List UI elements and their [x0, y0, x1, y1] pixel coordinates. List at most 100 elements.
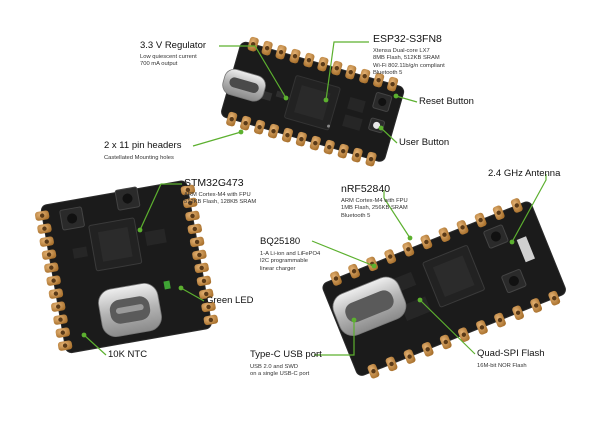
stm32-leader-line [139, 183, 182, 231]
nrf-leader-dot [407, 235, 413, 241]
user-leader-dot [378, 125, 384, 131]
pad-hole [42, 226, 47, 231]
pad-hole [389, 361, 394, 367]
qspi-callout: Quad-SPI Flash 16M-bit NOR Flash [477, 348, 545, 370]
pad-hole [478, 217, 483, 223]
pad-hole [194, 239, 200, 245]
pad-hole [188, 200, 193, 206]
pad-hole [204, 291, 209, 297]
nrf-desc-2: 1MB Flash, 256KB SRAM [341, 205, 408, 212]
esp32-usb-port [222, 68, 266, 102]
usb-desc-2: on a single USB-C port [250, 371, 310, 378]
ntc-leader-line [83, 334, 107, 356]
pad-hole [306, 57, 312, 63]
esp32-leader-dot [323, 97, 329, 103]
pad-hole [51, 278, 56, 283]
qspi-title: Quad-SPI Flash [477, 348, 545, 359]
pad-hole [46, 252, 52, 257]
pad-hole [264, 45, 270, 51]
pad-hole [443, 339, 448, 345]
led-leader-dot [178, 285, 184, 291]
pad-hole [278, 49, 284, 55]
pad-hole [388, 254, 393, 259]
stm32-desc-2: 512KB Flash, 128KB SRAM [184, 199, 257, 206]
usb-callout: Type-C USB port USB 2.0 and SWD on a sin… [250, 349, 322, 379]
pad-hole [229, 116, 234, 122]
pad-hole [53, 291, 59, 296]
bq-desc-1: 1-A Li-ion and LiFePO4 [260, 251, 321, 257]
pad-hole [351, 268, 357, 274]
pad-hole [460, 225, 465, 230]
nrf-leader-line [383, 190, 411, 239]
pad-hole [271, 128, 276, 134]
pad-hole [185, 187, 191, 193]
pad-hole [190, 213, 195, 219]
pad-hole [327, 144, 332, 150]
pad-hole [320, 61, 326, 67]
headers-leader-dot [238, 129, 244, 135]
esp32-desc-1: Xtensa Dual-core LX7 [373, 48, 430, 54]
usb-leader-dot [351, 317, 357, 323]
pad-hole [368, 156, 374, 162]
pad-hole [333, 276, 339, 281]
usb-desc-1: USB 2.0 and SWD [250, 364, 299, 370]
pad-hole [250, 41, 256, 47]
stm32-callout: STM32G473 ARM Cortex-M4 with FPU 512KB F… [184, 177, 256, 207]
headers-callout: 2 x 11 pin headers Castellated Mounting … [104, 140, 181, 162]
esp32-title: ESP32-S3FN8 [373, 33, 442, 45]
pad-hole [292, 53, 298, 59]
pad-hole [552, 295, 557, 301]
esp32-board [221, 36, 405, 167]
pad-hole [39, 213, 45, 218]
nrf-usb-port [332, 276, 407, 336]
pad-hole [243, 120, 248, 126]
pad-hole [44, 239, 49, 244]
qspi-desc-1: 16M-bit NOR Flash [477, 363, 527, 369]
pad-hole [348, 69, 353, 75]
pad-hole [197, 252, 202, 258]
esp32-desc-2: 8MB Flash, 512KB SRAM [373, 55, 440, 62]
stm32-desc-1: ARM Cortex-M4 with FPU [184, 192, 251, 198]
qspi-leader-dot [417, 297, 423, 303]
nrf-callout: nRF52840 ARM Cortex-M4 with FPU 1MB Flas… [341, 183, 408, 220]
stm32-usb-port [98, 282, 162, 338]
antenna-leader-line [511, 174, 547, 243]
antenna-label: 2.4 GHz Antenna [488, 168, 561, 179]
pad-hole [257, 124, 262, 130]
reset-button-label: Reset Button [419, 96, 474, 107]
green-led-label: Green LED [206, 295, 254, 306]
leader-lines [81, 41, 547, 356]
pad-hole [425, 347, 430, 352]
nrf-desc-3: Bluetooth 5 [341, 212, 371, 219]
ntc-label: 10K NTC [108, 349, 148, 360]
pad-hole [407, 354, 412, 359]
pad-hole [496, 210, 501, 215]
pad-hole [201, 278, 207, 284]
stm32-title: STM32G473 [184, 177, 244, 189]
esp32-callout: ESP32-S3FN8 Xtensa Dual-core LX7 8MB Fla… [373, 33, 445, 78]
pad-hole [514, 203, 519, 208]
bq-leader-line [311, 240, 375, 267]
headers-desc-1: Castellated Mounting holes [104, 155, 174, 161]
esp32-desc-3: Wi-Fi 802.11b/g/n compliant [373, 62, 445, 69]
usb-leader-line [314, 320, 355, 356]
antenna-leader-dot [509, 239, 515, 245]
led-leader-line [180, 287, 205, 302]
pad-hole [49, 265, 54, 270]
esp32-desc-4: Bluetooth 5 [373, 70, 403, 77]
regulator-desc-1: Low quiescent current [140, 54, 197, 60]
pad-hole [313, 140, 318, 146]
usb-title: Type-C USB port [250, 349, 322, 360]
pad-hole [299, 136, 304, 142]
headers-title: 2 x 11 pin headers [104, 140, 182, 151]
nrf-title: nRF52840 [341, 183, 391, 195]
pad-hole [334, 65, 340, 71]
regulator-title: 3.3 V Regulator [140, 40, 207, 51]
pad-hole [479, 325, 485, 330]
regulator-leader-dot [283, 95, 289, 101]
bq-leader-dot [371, 263, 377, 269]
pad-hole [406, 247, 411, 252]
pad-hole [340, 148, 346, 154]
bq-callout: BQ25180 1-A Li-ion and LiFePO4 I2C progr… [260, 236, 320, 273]
